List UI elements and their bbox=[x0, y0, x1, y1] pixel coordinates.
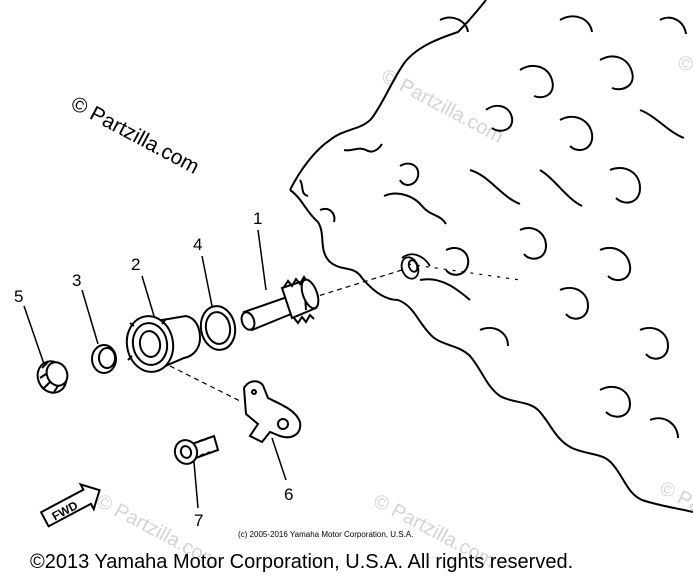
faint-watermark: © Partzilla.com bbox=[656, 477, 693, 560]
engine-case-outline bbox=[289, 0, 693, 513]
oil-seal bbox=[36, 360, 69, 394]
faint-watermark: © Partzilla.com bbox=[378, 65, 507, 148]
faint-watermark: © Partzilla.com bbox=[674, 51, 693, 134]
o-ring bbox=[199, 305, 237, 351]
callout-1: 1 bbox=[253, 209, 262, 228]
gear-housing bbox=[125, 314, 202, 373]
retaining-plate bbox=[242, 380, 302, 444]
assembly-leader-lines bbox=[169, 263, 521, 403]
callout-5: 5 bbox=[14, 287, 23, 306]
callout-3: 3 bbox=[72, 271, 81, 290]
bushing bbox=[91, 344, 117, 374]
callout-2: 2 bbox=[131, 255, 140, 274]
diagram-copyright-small: (c) 2005-2016 Yamaha Motor Corporation, … bbox=[238, 530, 414, 539]
callout-4: 4 bbox=[193, 235, 202, 254]
callout-leaders bbox=[23, 229, 287, 509]
case-bore bbox=[400, 253, 431, 280]
callout-6: 6 bbox=[284, 485, 293, 504]
fwd-direction-arrow: FWD bbox=[39, 482, 101, 528]
copyright-footer: ©2013 Yamaha Motor Corporation, U.S.A. A… bbox=[30, 551, 574, 573]
drive-gear-shaft bbox=[240, 275, 320, 332]
callout-7: 7 bbox=[194, 511, 203, 530]
hex-bolt bbox=[173, 434, 220, 465]
